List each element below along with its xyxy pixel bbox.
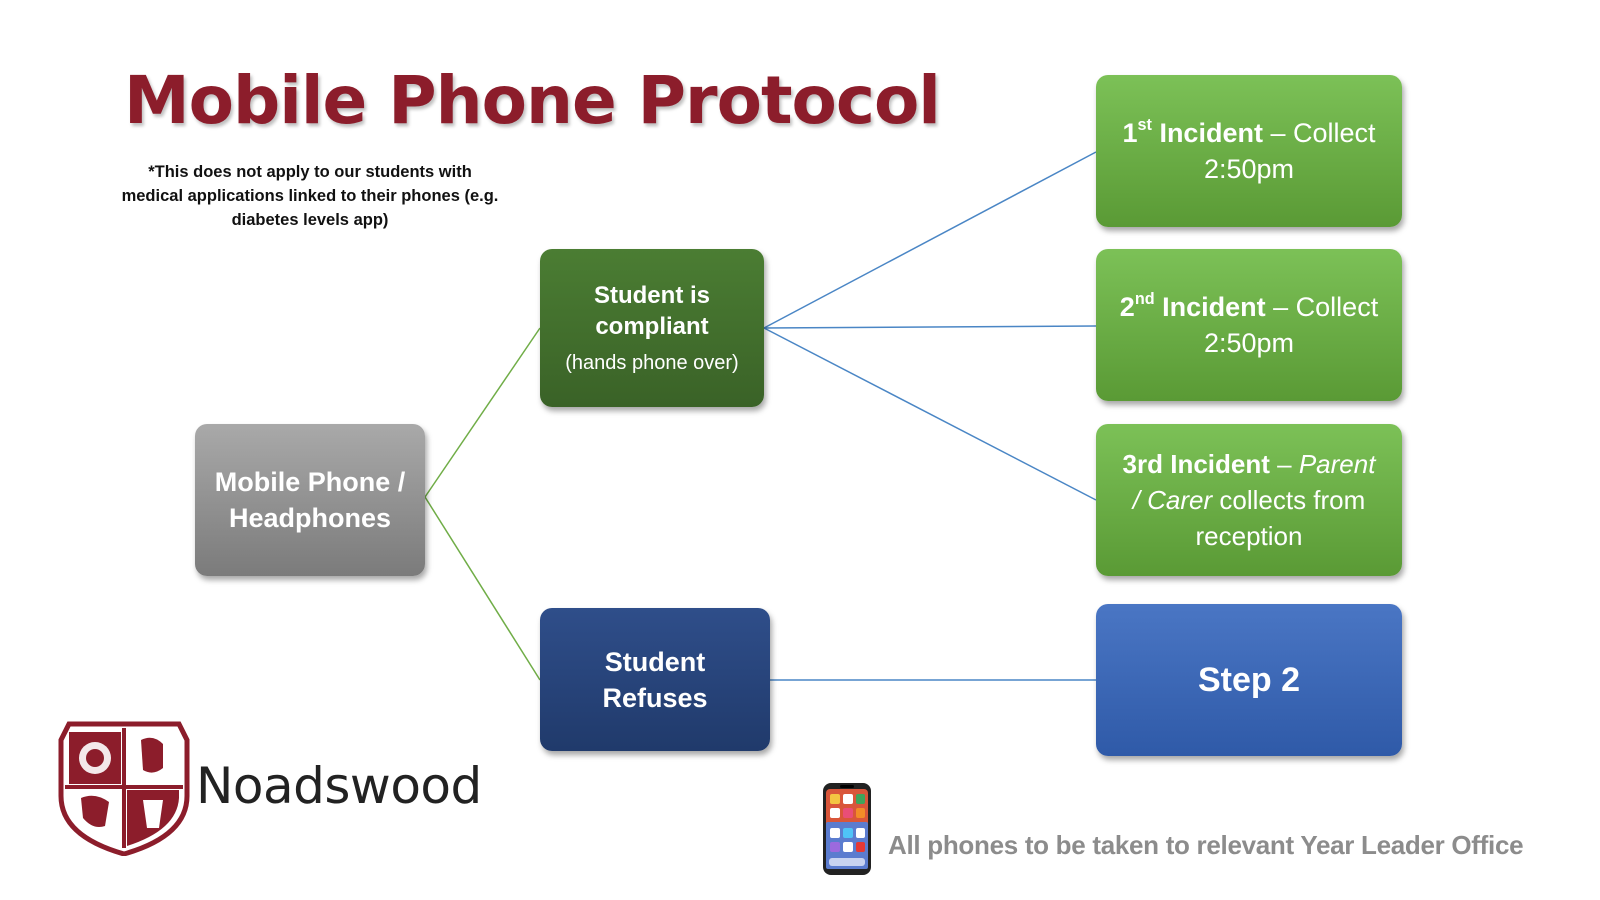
incident2-sup: nd bbox=[1134, 289, 1155, 308]
node-compliant-sub: (hands phone over) bbox=[565, 351, 739, 374]
step2-label: Step 2 bbox=[1197, 660, 1301, 699]
node-incident-3: 3rd Incident – Parent / Carer collects f… bbox=[1096, 424, 1402, 576]
incident3-parent: Parent bbox=[1298, 449, 1376, 479]
exemption-note: *This does not apply to our students wit… bbox=[121, 163, 499, 229]
node-student-compliant: Student is compliant (hands phone over) bbox=[540, 249, 764, 407]
connector-start-refuses bbox=[424, 496, 541, 681]
incident3-label: 3rd Incident bbox=[1122, 449, 1270, 479]
node-compliant-line1: Student is bbox=[593, 281, 710, 309]
connector-compliant-incident3 bbox=[763, 327, 1097, 501]
connector-start-compliant bbox=[424, 327, 541, 498]
node-mobile-phone: Mobile Phone / Headphones bbox=[195, 424, 425, 576]
node-student-refuses: Student Refuses bbox=[540, 608, 770, 751]
node-step-2: Step 2 bbox=[1096, 604, 1402, 756]
node-compliant-line2: compliant bbox=[595, 312, 709, 340]
incident3-carer: / Carer bbox=[1132, 485, 1213, 515]
incident2-label: Incident bbox=[1162, 292, 1266, 322]
incident3-collects: collects from bbox=[1212, 485, 1366, 515]
school-name: Noadswood bbox=[196, 757, 482, 815]
node-refuses-line2: Refuses bbox=[602, 682, 708, 713]
node-mobile-phone-line1: Mobile Phone / bbox=[214, 467, 406, 497]
incident2-time: 2:50pm bbox=[1203, 328, 1295, 358]
incident2-num: 2 bbox=[1119, 292, 1135, 322]
incident3-reception: reception bbox=[1195, 521, 1303, 551]
incident1-action: – Collect bbox=[1262, 118, 1376, 148]
connector-compliant-incident2 bbox=[763, 325, 1097, 329]
footer-instruction: All phones to be taken to relevant Year … bbox=[888, 830, 1524, 860]
incident1-label: Incident bbox=[1159, 118, 1263, 148]
incident1-num: 1 bbox=[1122, 118, 1138, 148]
incident1-time: 2:50pm bbox=[1203, 154, 1295, 184]
smartphone-icon bbox=[823, 783, 871, 875]
incident3-dash: – bbox=[1269, 449, 1299, 479]
node-mobile-phone-line2: Headphones bbox=[228, 503, 392, 533]
node-refuses-line1: Student bbox=[604, 646, 706, 677]
incident1-sup: st bbox=[1137, 115, 1152, 134]
connector-compliant-incident1 bbox=[763, 151, 1097, 329]
node-incident-1: 1st Incident – Collect 2:50pm bbox=[1096, 75, 1402, 227]
school-crest-logo bbox=[58, 721, 190, 856]
page-title: Mobile Phone Protocol bbox=[124, 62, 941, 139]
incident2-action: – Collect bbox=[1265, 292, 1379, 322]
node-incident-2: 2nd Incident – Collect 2:50pm bbox=[1096, 249, 1402, 401]
